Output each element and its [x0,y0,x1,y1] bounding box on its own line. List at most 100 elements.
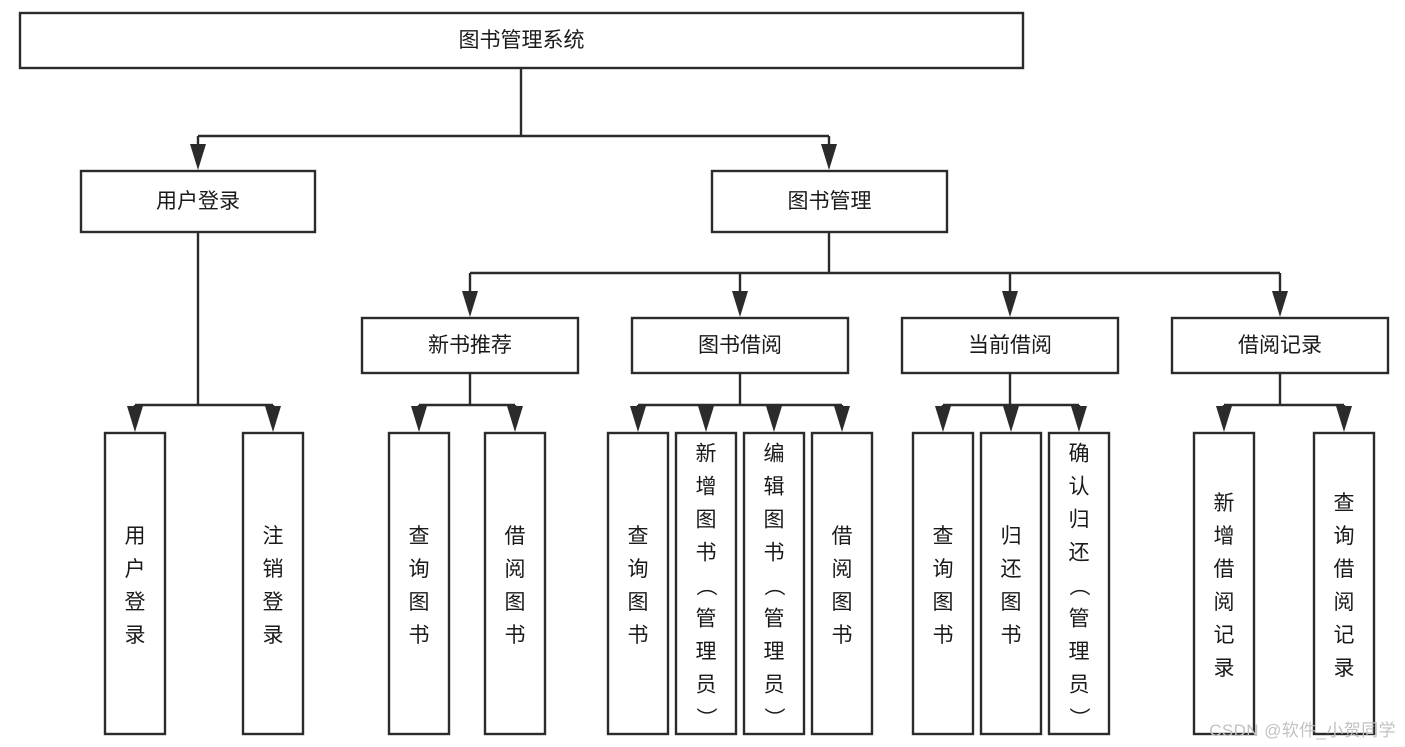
node-label-char: 增 [696,476,717,499]
node-label: 用户登录 [156,190,240,213]
node-book-borrow[interactable]: 图书借阅 [630,316,850,375]
node-label-char: 图 [505,591,526,614]
node-box[interactable] [1312,431,1376,736]
node-box[interactable] [911,431,975,736]
node-box[interactable] [674,431,738,736]
node-user-login[interactable]: 用户登录 [79,169,317,234]
arrow-head-icon [411,406,427,432]
connector-group [190,68,837,170]
arrow-head-icon [507,406,523,432]
node-box[interactable] [710,169,949,234]
node-label-char: 编 [764,443,785,466]
node-label-char: （ [1067,575,1090,596]
node-label-char: 查 [409,525,430,548]
connector-group [935,373,1087,432]
arrow-head-icon [935,406,951,432]
node-current-borrow[interactable]: 当前借阅 [900,316,1120,375]
node-label-char: 归 [1001,525,1022,548]
arrow-head-icon [821,144,837,170]
node-label-char: 图 [1001,591,1022,614]
node-label-char: 记 [1214,624,1235,647]
node-label: 借阅记录 [1238,334,1322,357]
node-label-char: 借 [505,525,526,548]
node-label-char: 户 [125,558,146,581]
node-label-char: 图 [764,509,785,532]
node-label: 当前借阅 [968,334,1052,357]
node-box[interactable] [1192,431,1256,736]
node-box[interactable] [900,316,1120,375]
arrow-head-icon [1003,406,1019,432]
node-box[interactable] [79,169,317,234]
node-label-char: 书 [628,624,649,647]
node-leaf-user-login[interactable]: 用户登录 [103,431,167,736]
node-label-char: 销 [263,558,284,581]
node-label-char: 录 [1214,657,1235,680]
node-box[interactable] [979,431,1043,736]
node-label: 图书管理系统 [459,29,585,52]
node-label-char: （ [762,575,785,596]
node-label-char: 理 [1069,641,1090,664]
connector-group [1216,373,1352,432]
node-label-char: 阅 [1334,591,1355,614]
node-label-char: 书 [832,624,853,647]
arrow-head-icon [834,406,850,432]
node-book-manage[interactable]: 图书管理 [710,169,949,234]
node-boxes-layer: 图书管理系统用户登录图书管理新书推荐图书借阅当前借阅借阅记录用户登录注销登录查询… [18,11,1390,736]
arrow-head-icon [1216,406,1232,432]
node-root[interactable]: 图书管理系统 [18,11,1025,70]
node-label-char: ） [762,707,785,728]
node-label-char: 询 [628,558,649,581]
node-label-char: 管 [764,608,785,631]
node-label-char: 还 [1001,558,1022,581]
node-borrow-record[interactable]: 借阅记录 [1170,316,1390,375]
node-box[interactable] [387,431,451,736]
node-label-char: 确 [1069,443,1090,466]
node-box[interactable] [483,431,547,736]
node-label-char: 阅 [1214,591,1235,614]
connector-group [411,373,523,432]
node-box[interactable] [360,316,580,375]
node-label-char: 辑 [764,476,785,499]
node-label-char: 理 [696,641,717,664]
node-box[interactable] [103,431,167,736]
node-label-char: 图 [933,591,954,614]
node-label-char: 管 [696,608,717,631]
node-label-char: 图 [832,591,853,614]
connector-group [462,232,1288,317]
node-box[interactable] [606,431,670,736]
node-label-char: 认 [1069,476,1090,499]
node-label-char: 录 [125,624,146,647]
connector-group [630,373,850,432]
node-new-book-recommend[interactable]: 新书推荐 [360,316,580,375]
node-box[interactable] [1047,431,1111,736]
node-label-char: 借 [1214,558,1235,581]
connector-group [127,232,281,432]
node-label-char: 用 [125,525,146,548]
node-label-char: 图 [696,509,717,532]
arrow-head-icon [1002,291,1018,317]
node-box[interactable] [630,316,850,375]
node-label-char: 录 [1334,657,1355,680]
node-box[interactable] [742,431,806,736]
node-box[interactable] [241,431,305,736]
node-box[interactable] [1170,316,1390,375]
arrow-head-icon [265,406,281,432]
node-label: 新书推荐 [428,334,512,357]
node-box[interactable] [810,431,874,736]
node-box[interactable] [18,11,1025,70]
node-label-char: 阅 [832,558,853,581]
